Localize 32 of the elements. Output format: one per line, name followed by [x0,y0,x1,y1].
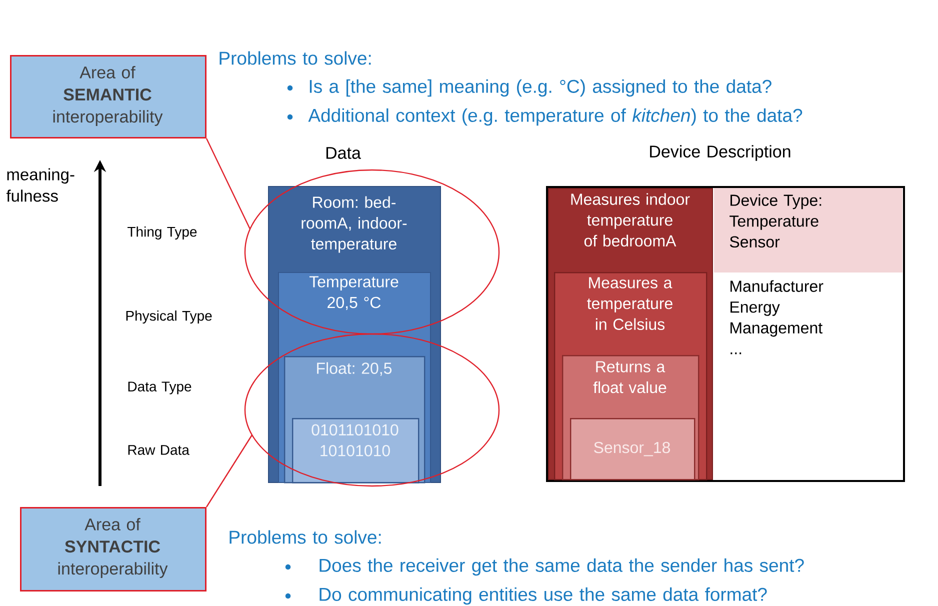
box-text: Returns a float value [593,361,666,394]
level-label: Data Type [128,382,192,394]
level-label: Thing Type [128,226,197,240]
box-text: Measures indoor temperature of bedroomA [571,193,690,247]
bullet-text: Additional context (e.g. temperature of kitchen) to the data? [308,108,802,126]
bullet-text: Is a [the same] meaning (e.g. °C) assigned to the data? [310,79,772,97]
leader-line [206,434,253,508]
axis-label: meaning-fulness [6,168,74,202]
area-label-box [10,55,206,138]
heading: Problems to solve: [220,51,371,65]
leader-line [206,138,251,230]
box-text: Room: bed-roomA, indoor-temperature [302,196,407,253]
box-text: Temperature 20,5 °C [309,276,398,310]
device-type-band [714,188,902,272]
data-layer-box [292,418,420,484]
column-heading: Data [326,147,361,159]
box-text: Sensor_18 [594,442,670,456]
level-label: Physical Type [126,310,212,324]
box-text: Area of SYNTACTIC interoperability [58,518,168,578]
heading: Problems to solve: [230,530,381,544]
box-text: Float: 20,5 [317,362,392,376]
attribute-list: Manufacturer Energy Management ... [730,280,824,354]
column-heading: Device Description [650,145,790,161]
bullet-text: Do communicating entities use the same data format? [320,587,767,605]
box-text: Area of SEMANTIC interoperability [53,66,163,126]
box-text: Device Type: Temperature Sensor [730,194,822,248]
description-layer-box [570,418,696,480]
level-label: Raw Data [128,445,190,455]
box-text: 0101101010 10101010 [312,424,398,456]
area-label-box [20,507,206,592]
box-text: Measures a temperature in Celsius [587,277,672,330]
bullet-text: Does the receiver get the same data the sender has sent? [320,558,804,576]
